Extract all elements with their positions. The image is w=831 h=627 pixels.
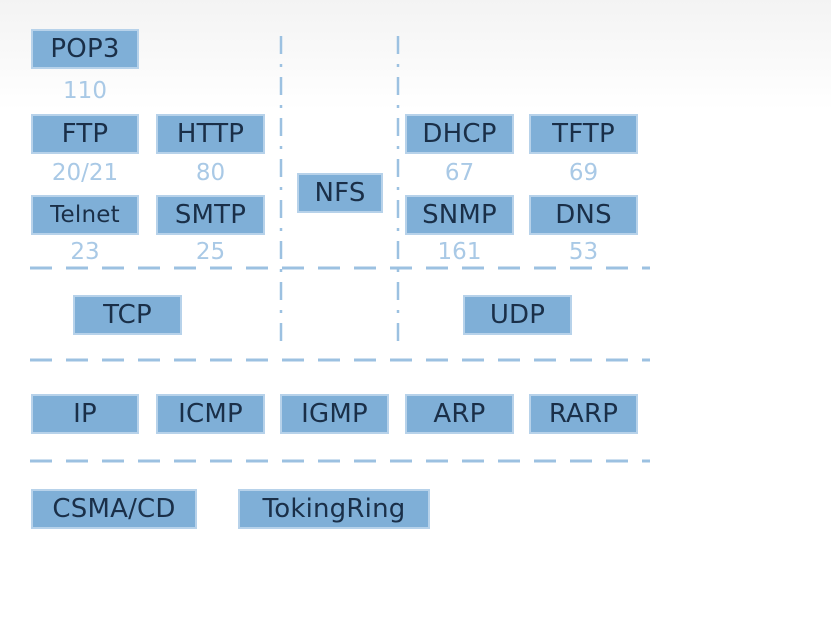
pop3-port: 110 (63, 78, 107, 104)
tcp-box: TCP (73, 295, 182, 335)
tokingring-label: TokingRing (262, 494, 406, 524)
dns-box: DNS (529, 195, 638, 235)
snmp-port: 161 (437, 239, 482, 265)
smtp-box: SMTP (156, 195, 265, 235)
tcp-label: TCP (103, 300, 152, 330)
dns-label: DNS (555, 200, 612, 230)
pop3-box: POP3 (31, 29, 139, 69)
smtp-port: 25 (195, 239, 226, 265)
udp-label: UDP (489, 300, 546, 330)
ftp-box: FTP (31, 114, 139, 154)
nfs-box: NFS (297, 173, 383, 213)
telnet-port: 23 (70, 239, 100, 265)
http-port: 80 (195, 160, 226, 186)
snmp-label: SNMP (422, 200, 497, 230)
pop3-label: POP3 (50, 34, 120, 64)
ftp-port: 20/21 (51, 160, 119, 186)
dhcp-box: DHCP (405, 114, 514, 154)
http-box: HTTP (156, 114, 265, 154)
telnet-label: Telnet (50, 201, 120, 228)
igmp-label: IGMP (301, 399, 368, 429)
icmp-label: ICMP (178, 399, 243, 429)
tftp-label: TFTP (552, 119, 615, 149)
tftp-port: 69 (568, 160, 599, 186)
tftp-box: TFTP (529, 114, 638, 154)
tokingring-box: TokingRing (238, 489, 430, 529)
dhcp-label: DHCP (422, 119, 497, 149)
nfs-label: NFS (314, 178, 366, 208)
arp-label: ARP (433, 399, 486, 429)
ip-box: IP (31, 394, 139, 434)
ip-label: IP (73, 399, 97, 429)
dhcp-port: 67 (444, 160, 475, 186)
icmp-box: ICMP (156, 394, 265, 434)
smtp-label: SMTP (174, 200, 247, 230)
arp-box: ARP (405, 394, 514, 434)
igmp-box: IGMP (280, 394, 389, 434)
rarp-box: RARP (529, 394, 638, 434)
dns-port: 53 (568, 239, 599, 265)
telnet-box: Telnet (31, 195, 139, 235)
csma-cd-label: CSMA/CD (52, 494, 176, 524)
udp-box: UDP (463, 295, 572, 335)
rarp-label: RARP (548, 399, 619, 429)
snmp-box: SNMP (405, 195, 514, 235)
http-label: HTTP (176, 119, 245, 149)
ftp-label: FTP (61, 119, 109, 149)
csma-cd-box: CSMA/CD (31, 489, 197, 529)
